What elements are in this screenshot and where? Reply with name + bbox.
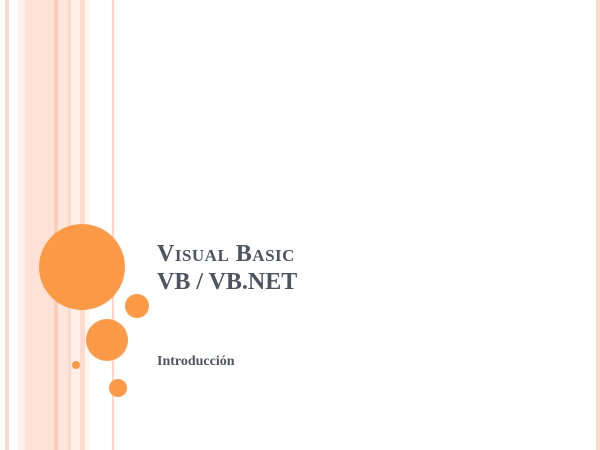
stripe — [596, 0, 600, 450]
circle-medium — [86, 319, 128, 361]
slide-subtitle: Introducción — [157, 354, 235, 369]
stripe — [5, 0, 9, 450]
circle-large — [39, 224, 125, 310]
slide-title: Visual Basic VB / VB.NET — [157, 240, 297, 296]
stripe — [54, 0, 58, 450]
title-line-2: VB / VB.NET — [157, 269, 298, 295]
title-line-1: Visual Basic — [157, 241, 295, 267]
circle-small — [125, 294, 149, 318]
stripe — [18, 0, 25, 450]
circle-tiny — [72, 361, 80, 369]
circle-small — [109, 379, 127, 397]
stripe — [25, 0, 54, 450]
stripe — [112, 0, 114, 450]
stripe — [58, 0, 68, 450]
